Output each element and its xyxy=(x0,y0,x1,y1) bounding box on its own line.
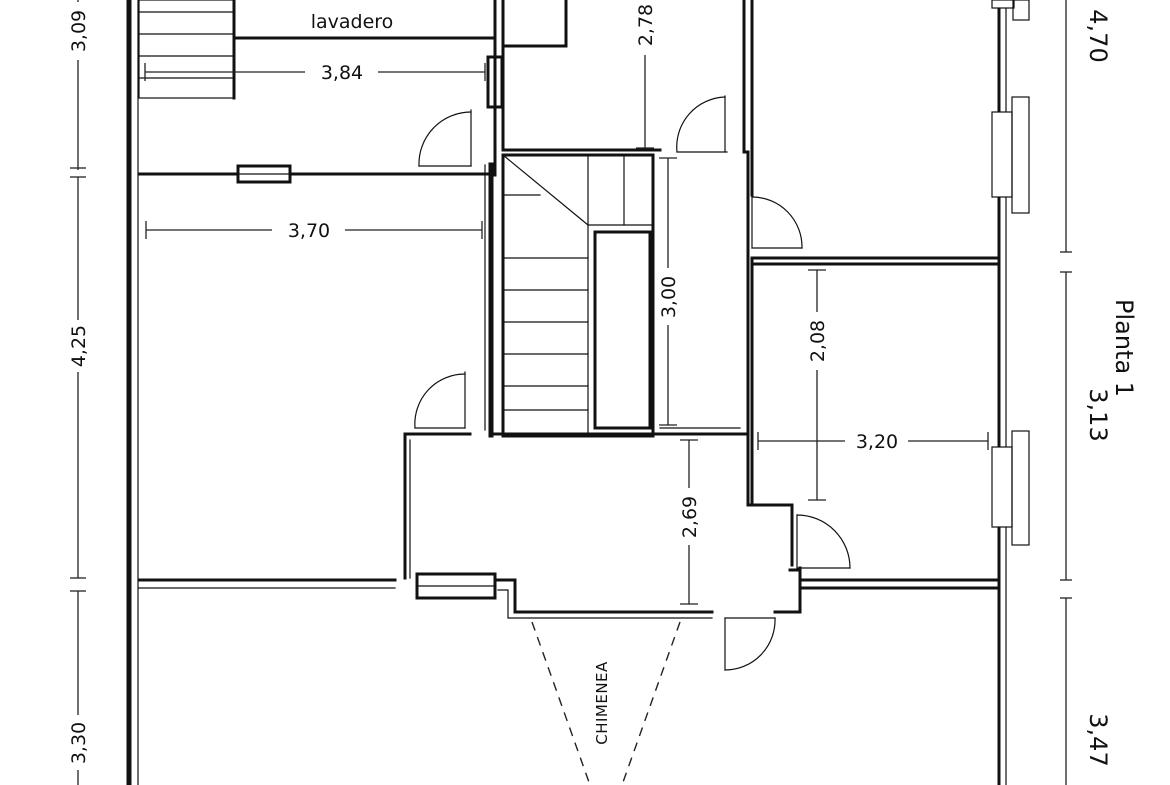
dim-bedroom-width: 3,20 xyxy=(856,431,898,453)
door-right-middle xyxy=(796,514,851,569)
staircase xyxy=(501,153,655,438)
chimney-outline xyxy=(531,621,681,785)
floor-label: Planta 1 xyxy=(1110,299,1138,397)
dim-right-bottom: 3,47 xyxy=(1084,713,1112,766)
dim-right-top: 4,70 xyxy=(1084,9,1112,62)
dim-landing-height: 2,69 xyxy=(679,496,701,538)
door-landing-bottom xyxy=(724,617,776,671)
dim-left-mid: 4,25 xyxy=(68,325,90,367)
dim-right-mid: 3,13 xyxy=(1084,388,1112,441)
utility-stair-block xyxy=(138,0,235,99)
right-windows xyxy=(991,0,1030,546)
outer-walls xyxy=(126,0,1007,785)
dimension-lines xyxy=(70,0,1072,785)
door-right-upper xyxy=(751,196,803,249)
landing xyxy=(137,427,802,619)
dim-bedroom-height: 2,08 xyxy=(807,320,829,362)
dim-hall-top-height: 2,78 xyxy=(635,4,657,46)
dim-left-top: 3,09 xyxy=(68,10,90,52)
door-hall-top xyxy=(676,95,728,153)
central-walls xyxy=(484,0,754,438)
dim-room-width: 3,70 xyxy=(288,220,330,242)
dim-left-bottom: 3,30 xyxy=(68,722,90,764)
door-landing-left xyxy=(414,371,466,429)
dim-lavadero-width: 3,84 xyxy=(321,62,363,84)
room-label-lavadero: lavadero xyxy=(311,11,394,33)
door-upper-left xyxy=(418,109,472,167)
dim-stair-height: 3,00 xyxy=(658,276,680,318)
chimney-label: CHIMENEA xyxy=(593,661,611,745)
right-rooms xyxy=(746,253,1001,612)
